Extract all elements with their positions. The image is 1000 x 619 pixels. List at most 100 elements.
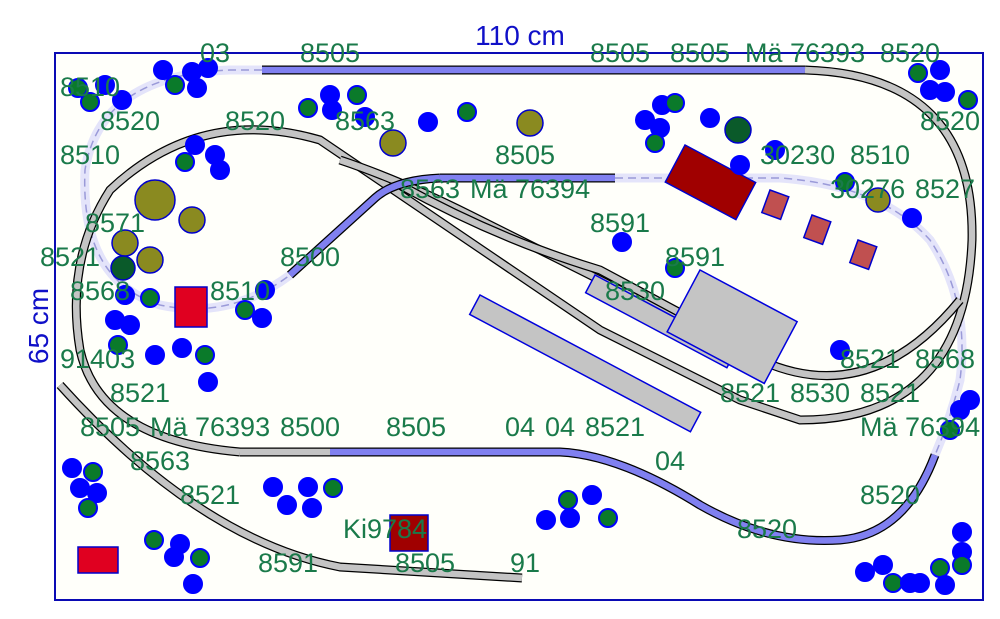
- label: 8563: [335, 106, 395, 136]
- tree-icon: [665, 93, 685, 113]
- tree-icon: [908, 63, 928, 83]
- label: 8505: [670, 38, 730, 68]
- label: 8571: [85, 208, 145, 238]
- tree-icon: [598, 508, 618, 528]
- track-labels: 03 8505 8505 8505 Mä 76393 8520 8510 852…: [40, 38, 980, 578]
- label: 8520: [860, 480, 920, 510]
- label: 30276: [830, 174, 905, 204]
- tree-icon: [298, 98, 318, 118]
- tree-icon: [83, 462, 103, 482]
- tree-icon: [298, 477, 318, 497]
- label: Ki9784: [343, 514, 427, 544]
- tree-icon: [140, 288, 160, 308]
- label: 8563: [400, 174, 460, 204]
- tree-icon: [935, 82, 955, 102]
- tree-icon: [95, 75, 115, 95]
- label: 8520: [225, 106, 285, 136]
- tree-icon: [183, 574, 203, 594]
- tree-icon: [902, 208, 922, 228]
- tree-icon: [558, 490, 578, 510]
- tree-icon: [153, 60, 173, 80]
- label: 04: [505, 412, 535, 442]
- label: 8530: [790, 378, 850, 408]
- large-tree-icon: [110, 255, 136, 281]
- tree-icon: [165, 75, 185, 95]
- label: 8510: [60, 140, 120, 170]
- label: 8591: [590, 208, 650, 238]
- tree-icon: [145, 345, 165, 365]
- large-tree-icon: [134, 179, 176, 221]
- label: 8521: [110, 378, 170, 408]
- label: 8568: [70, 276, 130, 306]
- label: 03: [200, 38, 230, 68]
- tree-icon: [457, 102, 477, 122]
- label: 8521: [40, 242, 100, 272]
- tree-icon: [323, 478, 343, 498]
- trees: [62, 58, 980, 595]
- tree-icon: [958, 90, 978, 110]
- label: 8527: [915, 174, 975, 204]
- tracks: [56, 65, 977, 583]
- label: Mä 76393: [745, 38, 865, 68]
- label: 8500: [280, 412, 340, 442]
- tree-icon: [355, 107, 375, 127]
- tree-icon: [235, 300, 255, 320]
- label: 8520: [737, 514, 797, 544]
- tree-icon: [195, 345, 215, 365]
- label: 8505: [590, 38, 650, 68]
- label: 8505: [395, 548, 455, 578]
- tree-icon: [144, 530, 164, 550]
- tree-icon: [87, 483, 107, 503]
- tree-icon: [185, 135, 205, 155]
- label: Mä 76394: [860, 412, 980, 442]
- large-tree-icon: [178, 206, 206, 234]
- label: 04: [545, 412, 575, 442]
- tree-icon: [210, 160, 230, 180]
- tree-icon: [873, 555, 893, 575]
- label: 8521: [840, 344, 900, 374]
- height-dimension: 65 cm: [23, 288, 54, 364]
- tree-icon: [855, 562, 875, 582]
- tree-icon: [765, 140, 785, 160]
- tree-icon: [960, 390, 980, 410]
- label: 8530: [605, 276, 665, 306]
- tree-icon: [198, 58, 218, 78]
- tree-icon: [883, 573, 903, 593]
- label: 8505: [80, 412, 140, 442]
- tree-icon: [78, 498, 98, 518]
- large-tree-icon: [136, 246, 164, 274]
- tree-icon: [277, 495, 297, 515]
- tree-icon: [910, 573, 930, 593]
- tree-icon: [175, 152, 195, 172]
- tree-icon: [68, 78, 88, 98]
- tree-icon: [263, 477, 283, 497]
- tree-icon: [108, 335, 128, 355]
- tree-icon: [645, 133, 665, 153]
- tree-icon: [612, 232, 632, 252]
- tree-icon: [190, 548, 210, 568]
- tree-icon: [80, 92, 100, 112]
- tree-icon: [835, 172, 855, 192]
- label: 8521: [585, 412, 645, 442]
- label: 8505: [386, 412, 446, 442]
- label: 8510: [210, 276, 270, 306]
- label: 8520: [880, 38, 940, 68]
- tree-icon: [164, 547, 184, 567]
- station: [468, 268, 799, 433]
- tree-icon: [187, 78, 207, 98]
- label: 8510: [60, 72, 120, 102]
- label: 8591: [258, 548, 318, 578]
- tree-icon: [830, 340, 850, 360]
- tree-icon: [252, 308, 272, 328]
- tree-icon: [255, 280, 275, 300]
- tree-icon: [935, 575, 955, 595]
- label: 8510: [850, 140, 910, 170]
- label: 8500: [280, 242, 340, 272]
- label: 8521: [860, 378, 920, 408]
- tree-icon: [930, 60, 950, 80]
- tree-icon: [730, 155, 750, 175]
- label: 8568: [915, 344, 975, 374]
- tree-icon: [418, 112, 438, 132]
- tree-icon: [112, 90, 132, 110]
- label: 8505: [495, 140, 555, 170]
